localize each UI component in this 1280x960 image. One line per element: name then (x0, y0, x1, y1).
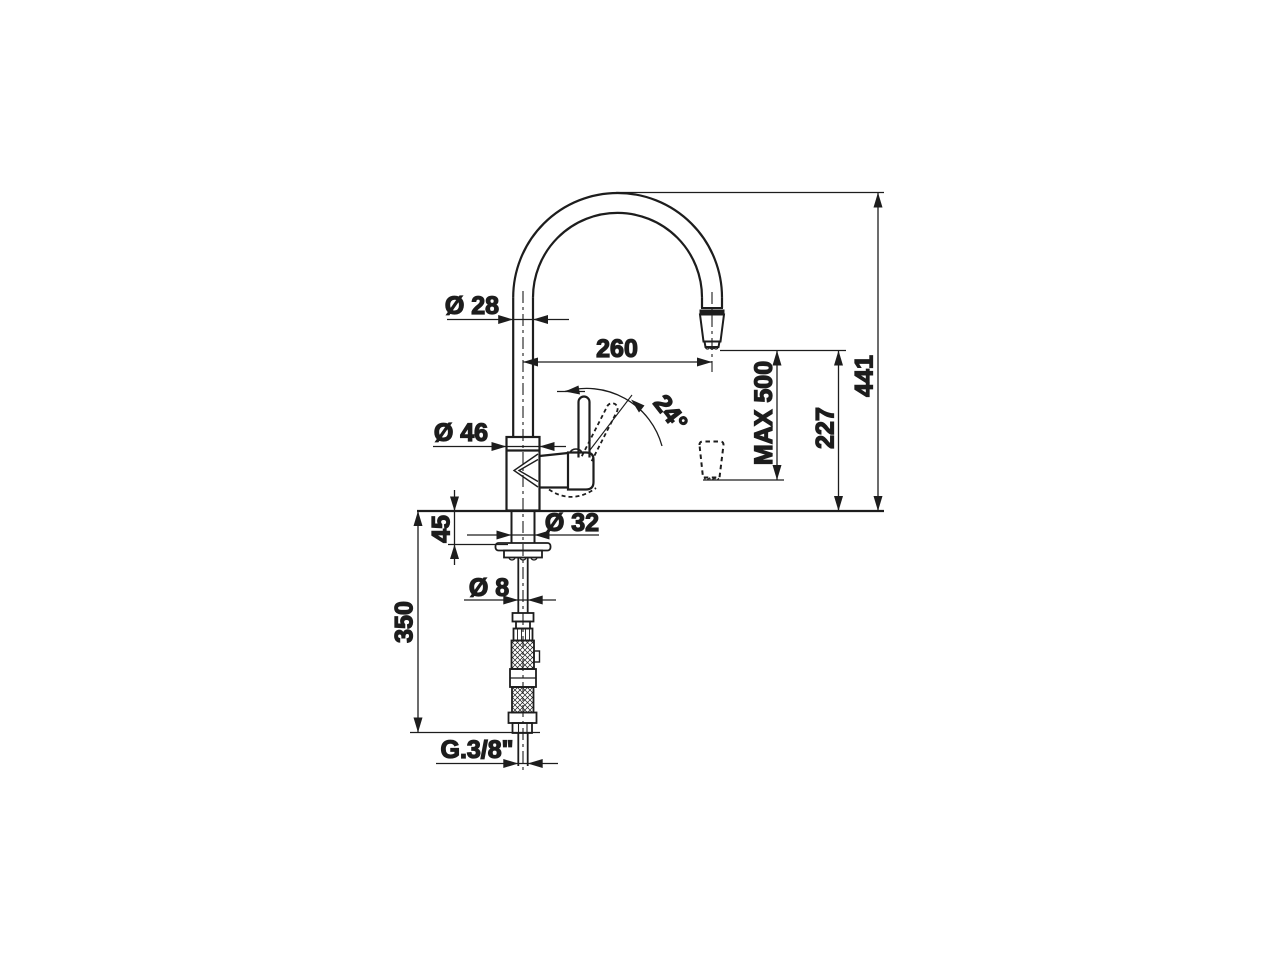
dim-max-extension: MAX 500 (703, 350, 784, 481)
handle-lever (557, 390, 591, 458)
pullout-spray-dashed (698, 440, 725, 481)
handle-lever-dashed (548, 402, 619, 498)
deck-thickness-label: 45 (428, 515, 456, 543)
supply-hose (507, 557, 541, 766)
dim-thread: G.3/8" (436, 735, 558, 768)
hole-diameter-label: Ø 32 (545, 509, 599, 537)
overall-height-label: 441 (851, 355, 879, 397)
dim-pipe-diameter: Ø 8 (464, 573, 556, 605)
dim-spout-diameter: Ø 28 (444, 291, 569, 324)
thread-label: G.3/8" (441, 736, 514, 764)
dim-overall-height: 441 (616, 191, 884, 511)
spout-arc (512, 191, 724, 437)
max-extension-label: MAX 500 (750, 361, 778, 465)
dim-outlet-height: 227 (720, 349, 846, 511)
dim-hole-diameter: Ø 32 (467, 508, 600, 540)
handle-angle-label: 24° (648, 390, 693, 437)
dim-body-diameter: Ø 46 (433, 418, 566, 451)
hose-length-label: 350 (391, 601, 419, 643)
spout-diameter-label: Ø 28 (445, 292, 499, 320)
dim-spout-reach: 260 (523, 334, 712, 367)
pipe-diameter-label: Ø 8 (469, 574, 509, 602)
spout-reach-label: 260 (596, 335, 638, 363)
body-diameter-label: Ø 46 (434, 419, 488, 447)
outlet-height-label: 227 (812, 407, 840, 449)
dim-hose-length: 350 (390, 511, 540, 734)
mounting-hardware (494, 511, 552, 561)
spray-head (698, 307, 726, 350)
dim-deck-thickness: 45 (427, 490, 508, 565)
dim-handle-angle: 24° (564, 385, 694, 451)
